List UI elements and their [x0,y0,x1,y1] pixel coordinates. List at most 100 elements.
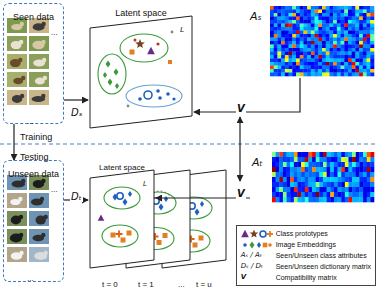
connector-arrow [64,99,88,100]
drawing-rect [7,90,27,105]
drawing-rect [277,41,281,45]
legend-value: Image Embeddings [276,241,336,248]
drawing-rect [300,69,304,73]
legend-key: Dₛ / Dₜ [241,263,273,270]
edge-label: Dₛ [70,107,83,118]
drawing-rect [355,31,359,35]
drawing-rect [296,20,300,24]
drawing-rect [289,6,293,10]
drawing-rect [370,62,374,66]
drawing-rect [345,157,349,162]
drawing-rect [305,187,309,192]
drawing-rect [367,182,371,187]
drawing-rect [316,192,320,197]
drawing-rect [285,27,289,31]
drawing-rect [359,38,363,42]
drawing-rect [322,27,326,31]
drawing-rect [274,48,278,52]
drawing-rect [281,52,285,56]
drawing-rect [363,157,367,162]
drawing-rect [281,27,285,31]
drawing-polygon [249,241,254,248]
drawing-rect [298,192,302,197]
drawing-rect [363,152,367,157]
drawing-path [267,231,273,237]
drawing-rect [338,177,342,182]
drawing-rect [274,20,278,24]
drawing-rect [344,41,348,45]
node-title: Latent space [99,163,145,172]
drawing-rect [363,38,367,42]
drawing-rect [322,48,326,52]
drawing-polygon [115,83,119,89]
drawing-rect [326,69,330,73]
drawing-rect [285,69,289,73]
drawing-rect [279,197,283,202]
drawing-rect [277,6,281,10]
drawing-rect [326,41,330,45]
drawing-rect [274,55,278,59]
drawing-rect [344,13,348,17]
drawing-polygon [106,61,111,68]
drawing-rect [322,24,326,28]
drawing-circle [144,91,152,99]
drawing-circle [18,197,22,201]
drawing-rect [281,10,285,14]
drawing-rect [318,73,322,77]
drawing-rect [315,69,319,73]
drawing-rect [311,45,315,49]
drawing-rect [319,187,323,192]
drawing-rect [7,72,27,87]
drawing-rect [289,17,293,21]
drawing-rect [367,41,371,45]
drawing-rect [312,162,316,167]
drawing-rect [356,197,360,202]
drawing-rect [294,172,298,177]
drawing-rect [29,193,49,208]
drawing-rect [301,177,305,182]
drawing-rect [281,31,285,35]
data-panel: Seen data [3,3,64,124]
legend-key [241,229,273,239]
drawing-rect [285,41,289,45]
annotation: ... [51,28,58,37]
drawing-rect [193,243,198,248]
drawing-rect [283,177,287,182]
drawing-rect [318,69,322,73]
drawing-rect [303,55,307,59]
drawing-rect [322,55,326,59]
drawing-rect [300,66,304,70]
drawing-rect [352,24,356,28]
drawing-rect [315,6,319,10]
drawing-rect [274,69,278,73]
drawing-rect [292,27,296,31]
drawing-rect [322,10,326,14]
drawing-rect [279,162,283,167]
drawing-rect [338,187,342,192]
drawing-circle [19,40,23,44]
drawing-rect [337,52,341,56]
legend-key-text: Dₛ / Dₜ [241,263,263,270]
drawing-circle [117,193,123,199]
drawing-rect [292,24,296,28]
drawing-ellipse [120,34,168,62]
drawing-rect [359,41,363,45]
drawing-rect [303,6,307,10]
drawing-rect [355,48,359,52]
drawing-rect [305,167,309,172]
drawing-rect [367,162,371,167]
drawing-rect [322,62,326,66]
drawing-polygon [195,209,200,216]
drawing-rect [300,6,304,10]
drawing-rect [370,38,374,42]
drawing-rect [296,66,300,70]
drawing-rect [289,24,293,28]
drawing-rect [300,62,304,66]
drawing-rect [311,24,315,28]
drawing-rect [352,69,356,73]
drawing-rect [370,69,374,73]
drawing-circle [171,31,174,34]
drawing-rect [330,172,334,177]
drawing-rect [370,24,374,28]
drawing-rect [318,6,322,10]
